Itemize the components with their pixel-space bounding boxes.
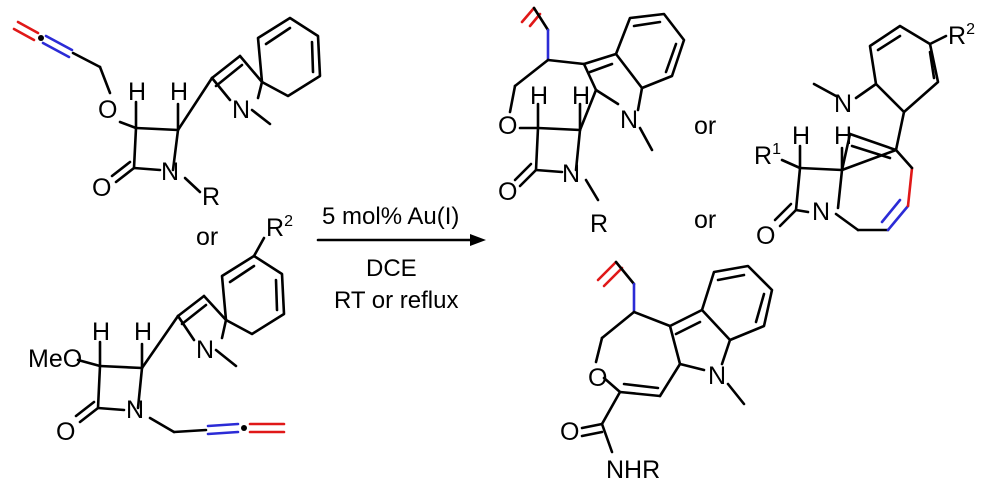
nitrogen-label: N bbox=[126, 396, 144, 424]
hydrogen-label: H bbox=[530, 82, 548, 110]
product-3: O N O NHR bbox=[560, 260, 774, 483]
oxygen-label: O bbox=[560, 418, 579, 446]
hydrogen-label: H bbox=[128, 78, 146, 106]
oxygen-label: O bbox=[498, 112, 517, 140]
nitrogen-label: N bbox=[232, 96, 250, 124]
oxygen-label: O bbox=[756, 222, 775, 250]
oxygen-label: O bbox=[56, 418, 75, 446]
hydrogen-label: H bbox=[792, 122, 810, 150]
oxygen-label: O bbox=[92, 174, 111, 202]
reaction-arrow bbox=[316, 234, 486, 246]
nitrogen-label: N bbox=[708, 362, 726, 390]
nitrogen-label: N bbox=[196, 336, 214, 364]
reactant-1: O N R O H H N bbox=[12, 16, 322, 211]
r1-label: R1 bbox=[754, 141, 781, 170]
r2-label: R2 bbox=[948, 21, 975, 50]
hydrogen-label: H bbox=[572, 82, 590, 110]
r-label: R bbox=[590, 210, 608, 238]
oxygen-label: O bbox=[498, 178, 517, 206]
nitrogen-label: N bbox=[161, 158, 179, 186]
or-separator: or bbox=[694, 206, 716, 234]
hydrogen-label: H bbox=[134, 318, 152, 346]
hydrogen-label: H bbox=[92, 318, 110, 346]
amide-nhr-label: NHR bbox=[606, 456, 660, 483]
catalyst-condition: 5 mol% Au(I) bbox=[322, 203, 459, 230]
or-separator: or bbox=[694, 112, 716, 140]
nitrogen-label: N bbox=[812, 198, 830, 226]
oxygen-label: O bbox=[588, 364, 607, 392]
nitrogen-label: N bbox=[562, 160, 580, 188]
methoxy-label: MeO bbox=[28, 345, 82, 373]
temperature-condition: RT or reflux bbox=[334, 287, 459, 314]
reactant-2: MeO N O H H N R2 bbox=[28, 213, 293, 446]
solvent-condition: DCE bbox=[366, 255, 417, 282]
r-label: R bbox=[202, 183, 220, 211]
nitrogen-label: N bbox=[834, 90, 852, 118]
nitrogen-label: N bbox=[620, 106, 638, 134]
oxygen-label: O bbox=[98, 96, 117, 124]
or-separator: or bbox=[196, 223, 218, 251]
product-2: R1 N O H H N R2 bbox=[754, 21, 975, 250]
hydrogen-label: H bbox=[170, 78, 188, 106]
product-1: O N R O H H N bbox=[498, 6, 686, 238]
r2-label: R2 bbox=[266, 213, 293, 242]
